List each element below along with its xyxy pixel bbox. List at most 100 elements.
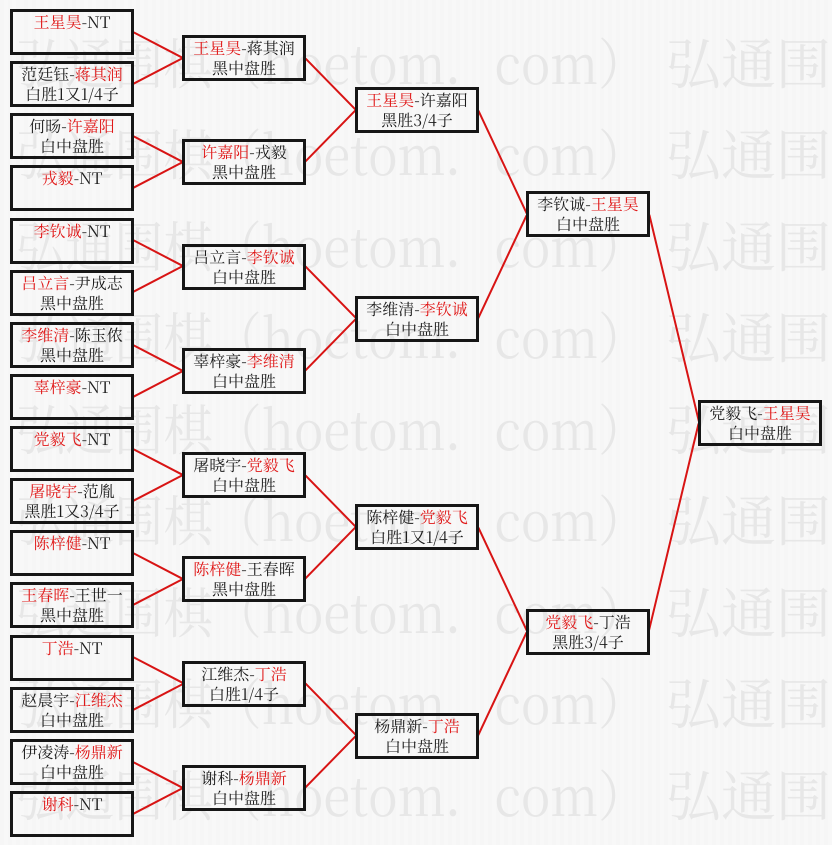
winner-name: 丁浩 (427, 713, 460, 737)
player-separator: - (241, 244, 247, 268)
match-result: 白中盘胜 (555, 212, 620, 236)
player-name: 王世一 (74, 583, 123, 607)
match-box-round-1-12: 王春晖-王世一黑中盘胜 (10, 582, 134, 629)
connector-line (132, 30, 184, 60)
winner-name: 王星昊 (366, 88, 415, 112)
match-players: 辜梓豪-李维清 (185, 348, 303, 372)
match-players: 陈梓健-党毅飞 (358, 507, 476, 527)
match-box-quarterfinal-2: 李维清-李钦诚白中盘胜 (355, 295, 479, 342)
match-players: 屠晓宇-党毅飞 (185, 455, 303, 475)
player-name: 何旸 (29, 114, 62, 138)
match-players: 王星昊-许嘉阳 (358, 90, 476, 110)
match-box-round-1-14: 赵晨宇-江维杰白中盘胜 (10, 686, 134, 733)
match-players: 李钦诚-NT (13, 218, 131, 242)
connector-line (304, 526, 357, 581)
player-separator: - (241, 36, 247, 60)
player-separator: - (73, 166, 80, 190)
player-separator: - (249, 661, 255, 685)
player-name: 蒋其润 (246, 36, 295, 60)
player-name: NT (79, 166, 103, 190)
winner-name: 王星昊 (193, 36, 242, 60)
match-players: 王春晖-王世一 (13, 585, 131, 605)
connector-line (132, 56, 184, 86)
match-box-round-1-11: 陈梓健-NT (10, 530, 134, 577)
winner-name: 党毅飞 (246, 453, 295, 477)
match-result: 白中盘胜 (39, 707, 104, 731)
watermark-text: 弘通围棋（hoetom．com） (666, 752, 832, 832)
player-separator: - (241, 557, 247, 581)
connector-line (132, 656, 184, 685)
match-players: 李维清-李钦诚 (358, 298, 476, 319)
player-separator: - (422, 713, 428, 737)
player-name: NT (79, 791, 103, 815)
match-result: 黑中盘胜 (211, 56, 276, 80)
match-box-round-1-13: 丁浩-NT (10, 634, 134, 681)
winner-name: 丁浩 (254, 661, 287, 685)
connector-line (132, 786, 184, 816)
match-box-final-1: 党毅飞-王星昊白中盘胜 (698, 399, 822, 446)
player-separator: - (241, 453, 247, 477)
connector-line (132, 239, 184, 268)
connector-line (132, 578, 184, 607)
winner-name: 许嘉阳 (201, 140, 250, 164)
player-separator: - (69, 687, 75, 711)
player-name: NT (87, 531, 111, 555)
match-box-semifinal-2: 党毅飞-丁浩黑胜3/4子 (526, 608, 650, 655)
player-name: 赵晨宇 (21, 687, 70, 711)
match-box-semifinal-1: 李钦诚-王星昊白中盘胜 (526, 191, 650, 238)
winner-name: 党毅飞 (419, 505, 468, 529)
connector-line (132, 343, 184, 372)
match-box-round-2-6: 陈梓健-王春晖黑中盘胜 (182, 556, 306, 603)
player-separator: - (69, 583, 75, 607)
match-players: 李钦诚-王星昊 (529, 194, 647, 214)
winner-name: 李维清 (21, 322, 70, 346)
winner-name: 王星昊 (590, 192, 639, 216)
match-players: 伊凌涛-杨鼎新 (13, 741, 131, 762)
match-result: 白胜1/4子 (208, 681, 280, 705)
player-name: 范胤 (82, 479, 115, 503)
match-box-round-2-8: 谢科-杨鼎新白中盘胜 (182, 764, 306, 811)
player-name: NT (87, 427, 111, 451)
player-name: 辜梓豪 (193, 348, 242, 372)
player-name: 吕立言 (193, 244, 242, 268)
winner-name: 许嘉阳 (66, 114, 115, 138)
player-name: 党毅飞 (709, 400, 758, 424)
player-separator: - (81, 10, 88, 33)
match-box-round-1-8: 辜梓豪-NT (10, 373, 134, 420)
match-players: 范廷钰-蒋其润 (13, 64, 131, 84)
player-name: 王春晖 (246, 557, 295, 581)
winner-name: 王春晖 (21, 583, 70, 607)
player-separator: - (69, 322, 75, 346)
winner-name: 党毅飞 (33, 427, 82, 451)
match-players: 戎毅-NT (13, 168, 131, 188)
player-name: 谢科 (201, 765, 234, 789)
connector-line (132, 265, 184, 294)
match-players: 杨鼎新-丁浩 (358, 713, 476, 737)
connector-line (132, 447, 184, 477)
match-result: 白中盘胜 (384, 316, 449, 340)
player-separator: - (81, 218, 88, 242)
connector-line (304, 109, 357, 164)
match-result: 白中盘胜 (384, 733, 449, 757)
player-name: NT (87, 218, 111, 242)
winner-name: 屠晓宇 (29, 479, 78, 503)
match-players: 党毅飞-丁浩 (529, 611, 647, 632)
winner-name: 蒋其润 (74, 62, 123, 86)
match-result: 黑胜3/4子 (381, 108, 453, 132)
player-name: 杨鼎新 (374, 713, 423, 737)
player-separator: - (414, 88, 420, 112)
winner-name: 陈梓健 (33, 531, 82, 555)
match-box-round-2-4: 辜梓豪-李维清白中盘胜 (182, 347, 306, 394)
connector-line (132, 161, 184, 190)
match-result: 黑中盘胜 (39, 290, 104, 314)
watermark-text: 弘通围棋（hoetom．com） (16, 478, 648, 557)
player-name: 戎毅 (254, 140, 287, 164)
match-result: 黑胜3/4子 (552, 629, 624, 653)
watermark-text: 弘通围棋（hoetom．com） (16, 20, 648, 100)
match-players: 赵晨宇-江维杰 (13, 687, 131, 711)
match-result: 白中盘胜 (727, 420, 792, 444)
player-name: NT (87, 10, 111, 33)
match-box-round-1-1: 王星昊-NT (10, 9, 134, 55)
match-players: 辜梓豪-NT (13, 376, 131, 397)
player-separator: - (757, 400, 763, 424)
